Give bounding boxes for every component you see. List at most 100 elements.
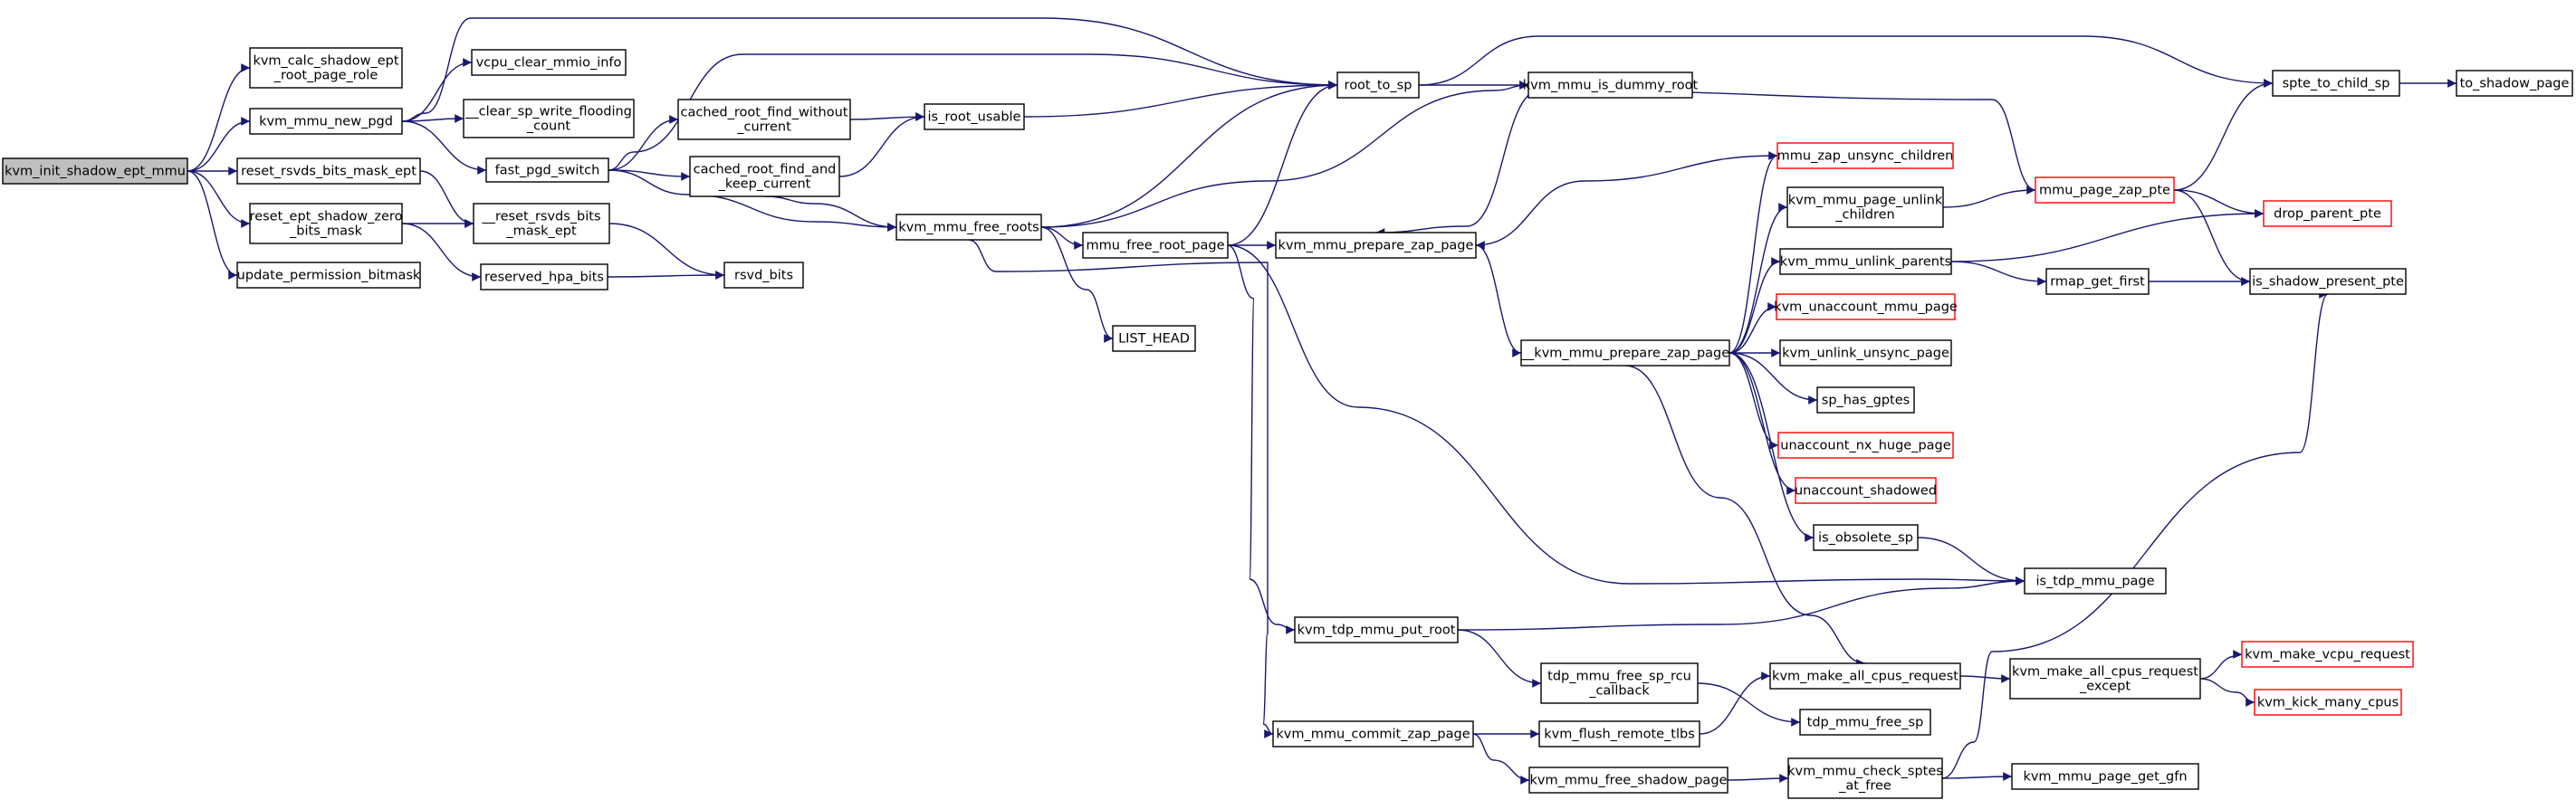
node-tdp-mmu-free-sp-rcu-callback[interactable]: tdp_mmu_free_sp_rcu_callback [1540,662,1699,704]
node-unaccount-nx-huge-page[interactable]: unaccount_nx_huge_page [1777,432,1954,459]
node-kvm-mmu-is-dummy-root[interactable]: kvm_mmu_is_dummy_root [1523,71,1699,99]
node-kvm-unlink-unsync-page[interactable]: kvm_unlink_unsync_page [1779,339,1952,367]
node-box [1786,186,1944,228]
node-reserved-hpa-bits[interactable]: reserved_hpa_bits [480,263,608,290]
node-kvm-unaccount-mmu-page[interactable]: kvm_unaccount_mmu_page [1774,293,1958,320]
node-kvm-mmu-unlink-parents[interactable]: kvm_mmu_unlink_parents [1779,248,1952,275]
node-root-to-sp[interactable]: root_to_sp [1336,71,1420,99]
node-box [1520,339,1730,367]
edge-kvm-mmu-free-roots-to-root-to-sp [1040,81,1338,228]
node-kvm-kick-many-cpus[interactable]: kvm_kick_many_cpus [2254,689,2402,716]
node-is-root-usable[interactable]: is_root_usable [924,103,1025,130]
node-to-shadow-page[interactable]: to_shadow_page [2456,70,2573,97]
node-mmu-page-zap-pte[interactable]: mmu_page_zap_pte [2035,176,2175,204]
edge-kvm-mmu-unlink-parents-to-rmap-get-first [1950,261,2047,286]
edge-cached-root-find-and-keep-current-to-is-root-usable [838,112,925,177]
edge-kvm-mmu-free-roots-to-LIST-HEAD [1040,226,1114,343]
node---kvm-mmu-prepare-zap-page[interactable]: __kvm_mmu_prepare_zap_page [1520,339,1730,367]
node-kvm-mmu-commit-zap-page[interactable]: kvm_mmu_commit_zap_page [1272,720,1474,748]
edge-root-to-sp-to-spte-to-child-sp [1418,35,2274,88]
node-is-tdp-mmu-page[interactable]: is_tdp_mmu_page [2024,567,2167,595]
node-box [236,262,421,289]
node-label: mmu_page_zap_pte [2039,184,2170,198]
node-fast-pgd-switch[interactable]: fast_pgd_switch [485,157,609,183]
node-cached-root-find-without-current[interactable]: cached_root_find_without_current [677,99,851,140]
node-box [677,99,851,140]
node-cached-root-find-and-keep-current[interactable]: cached_root_find_and_keep_current [689,156,840,197]
edge-mmu-page-zap-pte-to-is-shadow-present-pte [2173,189,2251,286]
node-label: kvm_mmu_new_pgd [259,115,393,129]
node-vcpu-clear-mmio-info[interactable]: vcpu_clear_mmio_info [471,49,627,76]
node-label: _callback [1588,684,1650,699]
node-label: kvm_mmu_is_dummy_root [1523,79,1699,93]
edge-kvm-mmu-new-pgd-to---clear-sp-write-flooding-count [401,114,464,123]
node-kvm-calc-shadow-ept-root-page-role[interactable]: kvm_calc_shadow_ept_root_page_role [249,47,403,89]
node-kvm-tdp-mmu-put-root[interactable]: kvm_tdp_mmu_put_root [1294,616,1459,643]
node-update-permission-bitmask[interactable]: update_permission_bitmask [236,262,421,289]
edge---kvm-mmu-prepare-zap-page-to-kvm-mmu-unlink-parents [1729,257,1781,354]
node-kvm-make-all-cpus-request-except[interactable]: kvm_make_all_cpus_request_except [2009,658,2201,700]
node-rsvd-bits[interactable]: rsvd_bits [723,262,804,289]
node-label: sp_has_gptes [1822,394,1910,408]
node-label: reset_ept_shadow_zero [250,210,403,224]
node-kvm-make-all-cpus-request[interactable]: kvm_make_all_cpus_request [1769,662,1961,690]
node-kvm-make-vcpu-request[interactable]: kvm_make_vcpu_request [2241,641,2414,668]
nodes-layer: kvm_init_shadow_ept_mmu kvm_calc_shadow_e… [2,47,2573,799]
edge-kvm-make-all-cpus-request-except-to-kvm-kick-many-cpus [2199,678,2255,707]
edge-kvm-mmu-prepare-zap-page-to---kvm-mmu-prepare-zap-page [1475,244,1522,357]
node-box [1527,71,1693,99]
node-label: spte_to_child_sp [2283,77,2390,91]
node-box [1776,293,1956,320]
node-spte-to-child-sp[interactable]: spte_to_child_sp [2272,70,2400,97]
node-kvm-flush-remote-tlbs[interactable]: kvm_flush_remote_tlbs [1538,720,1700,748]
node-box [1294,616,1459,643]
node-box [1795,477,1937,504]
node-is-obsolete-sp[interactable]: is_obsolete_sp [1813,524,1919,551]
node-LIST-HEAD[interactable]: LIST_HEAD [1112,325,1196,352]
edge-kvm-mmu-page-unlink-children-to-mmu-page-zap-pte [1942,186,2036,208]
node-box [1272,720,1474,748]
node-box [1776,142,1954,169]
node-label: __kvm_mmu_prepare_zap_page [1520,347,1729,361]
node---clear-sp-write-flooding-count[interactable]: __clear_sp_write_flooding_count [463,99,635,138]
node-is-shadow-present-pte[interactable]: is_shadow_present_pte [2249,268,2407,295]
node-kvm-mmu-check-sptes-at-free[interactable]: kvm_mmu_check_sptes_at_free [1787,757,1943,799]
node-kvm-init-shadow-ept-mmu[interactable]: kvm_init_shadow_ept_mmu [2,157,188,185]
node-tdp-mmu-free-sp[interactable]: tdp_mmu_free_sp [1799,709,1931,736]
node-label: kvm_mmu_free_roots [898,221,1039,235]
node-kvm-mmu-free-shadow-page[interactable]: kvm_mmu_free_shadow_page [1528,767,1729,794]
node-kvm-mmu-prepare-zap-page[interactable]: kvm_mmu_prepare_zap_page [1275,232,1477,259]
edge-fast-pgd-switch-to-cached-root-find-without-current [608,115,679,171]
node-unaccount-shadowed[interactable]: unaccount_shadowed [1795,477,1937,504]
node-label: _current [736,120,791,135]
edge---kvm-mmu-prepare-zap-page-to-unaccount-shadowed [1729,352,1796,495]
node-mmu-zap-unsync-children[interactable]: mmu_zap_unsync_children [1776,142,1954,169]
edge-kvm-flush-remote-tlbs-to-kvm-make-all-cpus-request [1699,671,1771,735]
node-box [1275,232,1477,259]
edge-kvm-mmu-commit-zap-page-to-kvm-mmu-free-shadow-page [1472,733,1530,785]
node-reset-ept-shadow-zero-bits-mask[interactable]: reset_ept_shadow_zero_bits_mask [249,203,403,244]
node---reset-rsvds-bits-mask-ept[interactable]: __reset_rsvds_bits_mask_ept [473,203,610,244]
node-box [480,263,608,290]
node-kvm-mmu-free-roots[interactable]: kvm_mmu_free_roots [895,214,1042,241]
node-label: kvm_tdp_mmu_put_root [1298,624,1456,638]
node-mmu-free-root-page[interactable]: mmu_free_root_page [1082,232,1229,259]
edge-reserved-hpa-bits-to-rsvd-bits [607,271,725,280]
node-label: kvm_calc_shadow_ept [253,54,398,69]
node-label: mmu_free_root_page [1086,239,1224,253]
node-rmap-get-first[interactable]: rmap_get_first [2045,268,2150,295]
edge---kvm-mmu-prepare-zap-page-to-kvm-make-all-cpus-request [1624,365,1866,668]
node-drop-parent-pte[interactable]: drop_parent_pte [2263,200,2392,227]
node-box [1769,662,1961,690]
node-box [895,214,1042,241]
node-kvm-mmu-page-unlink-children[interactable]: kvm_mmu_page_unlink_children [1786,186,1944,228]
node-kvm-mmu-page-get-gfn[interactable]: kvm_mmu_page_get_gfn [2011,763,2199,790]
edge-kvm-mmu-check-sptes-at-free-to-kvm-mmu-page-get-gfn [1941,772,2013,781]
node-label: root_to_sp [1345,79,1412,93]
node-sp-has-gptes[interactable]: sp_has_gptes [1816,386,1915,414]
node-reset-rsvds-bits-mask-ept[interactable]: reset_rsvds_bits_mask_ept [236,157,421,185]
node-box [236,157,421,185]
node-label: _mask_ept [505,224,577,239]
node-kvm-mmu-new-pgd[interactable]: kvm_mmu_new_pgd [249,108,403,135]
node-label: tdp_mmu_free_sp [1807,716,1924,730]
